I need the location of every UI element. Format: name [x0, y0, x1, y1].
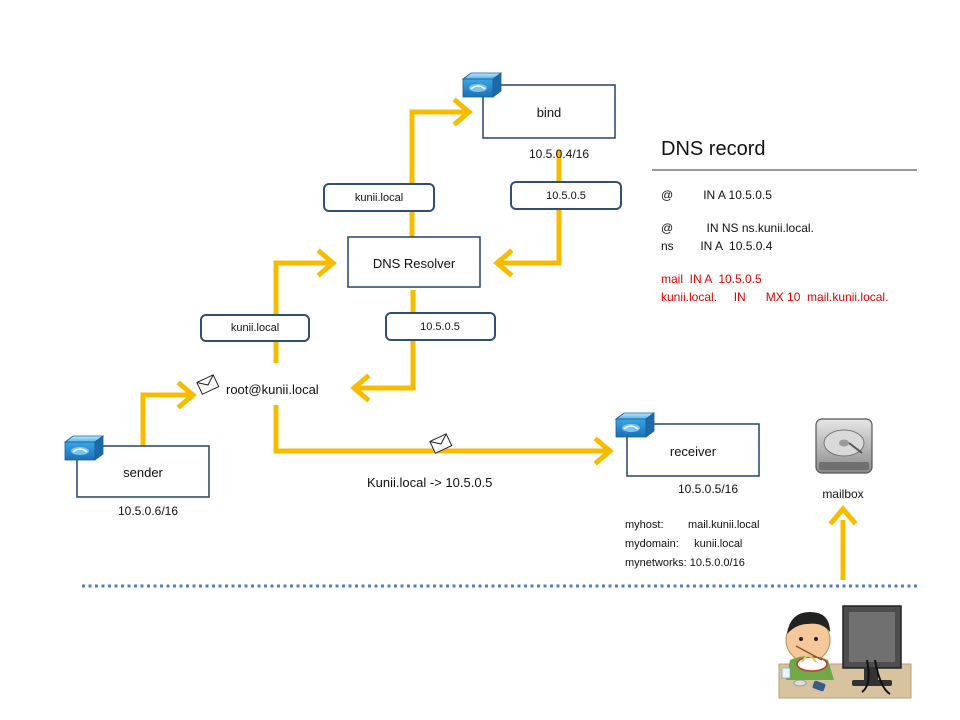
receiver-server: receiver 10.5.0.5/16	[615, 412, 760, 496]
resolver-box	[347, 236, 481, 288]
flow-arrows	[140, 109, 846, 580]
receiver-config: myhost: mail.kunii.local mydomain: kunii…	[625, 519, 760, 569]
dns-record-title: DNS record	[661, 138, 765, 160]
dns-record-line: kunii.local. IN MX 10 mail.kunii.local.	[661, 290, 888, 304]
tag-query-to-resolver	[200, 314, 310, 342]
tag-query-to-bind-text: kunii.local	[355, 192, 403, 204]
mail-address: root@kunii.local	[226, 382, 319, 397]
arrow-heads	[176, 97, 858, 526]
resolver-label: DNS Resolver	[373, 256, 456, 271]
person-at-computer-icon	[778, 605, 912, 699]
bind-ip: 10.5.0.4/16	[529, 147, 589, 161]
receiver-ip: 10.5.0.5/16	[678, 482, 738, 496]
receiver-label: receiver	[670, 444, 717, 459]
config-myhost: myhost: mail.kunii.local	[625, 519, 760, 531]
config-mynetworks: mynetworks: 10.5.0.0/16	[625, 557, 745, 569]
dns-record-line: @ IN NS ns.kunii.local.	[661, 221, 814, 235]
tag-query-to-resolver-text: kunii.local	[231, 322, 279, 334]
tag-answer-from-resolver	[385, 312, 496, 341]
arrow-sender-to-address	[140, 392, 192, 448]
hard-drive-icon	[815, 418, 873, 474]
dns-record-line: mail IN A 10.5.0.5	[661, 272, 762, 286]
bind-label: bind	[537, 105, 562, 120]
server-icon	[64, 435, 104, 461]
config-mydomain: mydomain: kunii.local	[625, 538, 742, 550]
sender-server: sender 10.5.0.6/16	[64, 435, 210, 518]
arrow-address-to-resolver	[273, 260, 332, 363]
dns-record-line: @ IN A 10.5.0.5	[661, 188, 772, 202]
tag-answer-from-bind-text: 10.5.0.5	[546, 190, 586, 202]
mailbox-label: mailbox	[822, 487, 863, 501]
delivery-route: Kunii.local -> 10.5.0.5	[367, 475, 492, 490]
tag-query-to-bind	[323, 183, 435, 212]
server-icon	[462, 72, 502, 98]
tag-answer-from-bind	[510, 181, 622, 210]
server-icon	[615, 412, 655, 438]
bind-server: bind 10.5.0.4/16	[462, 72, 616, 161]
dns-record-line: ns IN A 10.5.0.4	[661, 239, 773, 253]
arrow-address-to-receiver	[273, 405, 608, 454]
dns-record-panel: DNS record @ IN A 10.5.0.5 @ IN NS ns.ku…	[652, 138, 917, 304]
tag-answer-from-resolver-text: 10.5.0.5	[420, 321, 460, 333]
arrow-resolver-to-bind	[409, 109, 468, 237]
bind-box	[482, 84, 616, 139]
mailbox: mailbox	[815, 418, 873, 501]
sender-ip: 10.5.0.6/16	[118, 504, 178, 518]
message-tags: kunii.local 10.5.0.5 kunii.local 10.5.0.…	[200, 181, 622, 342]
dns-resolver: DNS Resolver	[347, 236, 481, 288]
envelope-icon	[196, 374, 220, 395]
sender-label: sender	[123, 465, 163, 480]
